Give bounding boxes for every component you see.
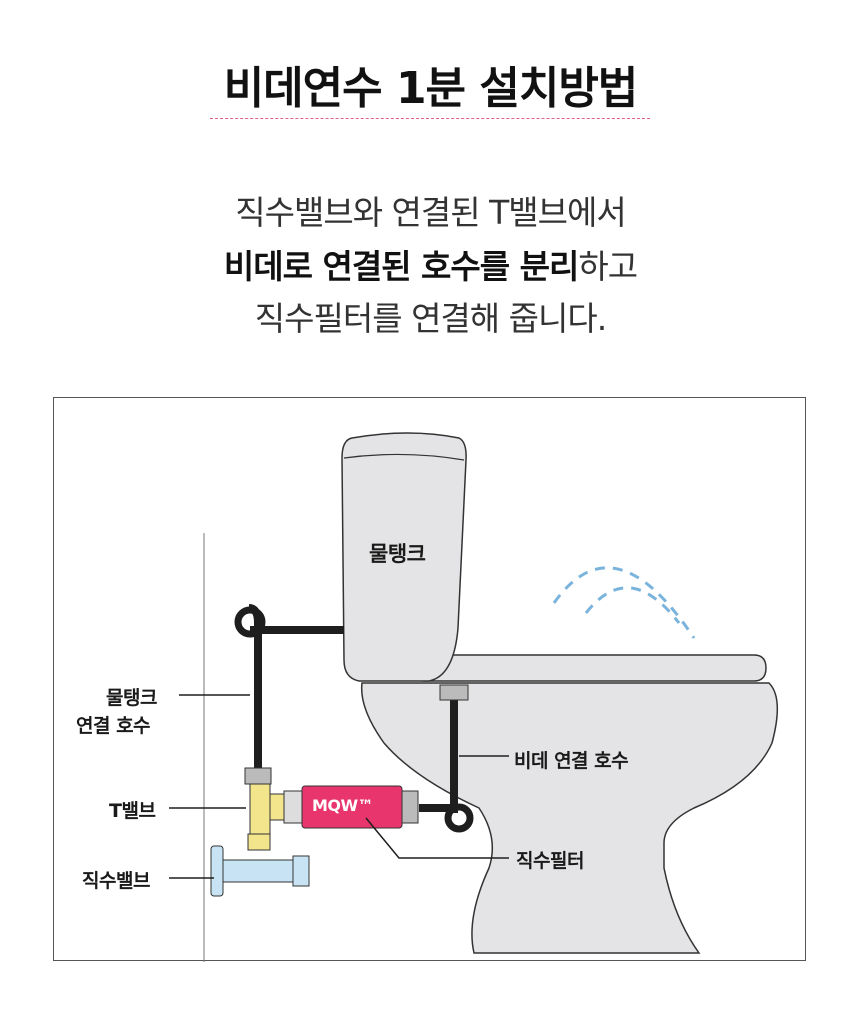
tank-hose-label-line-1: 물탱크 [106,687,157,709]
description-line-2-rest: 하고 [578,247,638,286]
description-line-2: 비데로 연결된 호수를 분리하고 [0,240,861,288]
t-valve-body [249,783,271,835]
filter-brand: MQW™ [312,796,374,815]
water-spray-outer [552,566,696,639]
direct-valve-label: 직수밸브 [82,870,150,892]
bidet-connector [439,684,469,701]
description-line-1: 직수밸브와 연결된 T밸브에서 [235,193,626,232]
installation-diagram: 물탱크 물탱크 연결 호수 비데 연결 호수 T밸브 직수밸브 직수필터 MQW… [53,397,806,962]
tank-hose-label-line-2: 연결 호수 [76,715,151,737]
toilet-seat [414,654,767,682]
description-highlight: 비데로 연결된 호수를 분리 [223,247,579,286]
direct-valve-handle [292,855,310,887]
diagram-illustration [169,432,779,962]
tank-label: 물탱크 [369,542,426,566]
description-line-3: 직수필터를 연결해 줍니다. [254,299,607,338]
water-tank [341,432,467,682]
t-valve-label: T밸브 [109,800,156,822]
direct-valve-flange [210,845,224,897]
t-valve-nut-top [244,767,272,785]
filter-cap-right [401,790,419,824]
bidet-hose-label: 비데 연결 호수 [514,750,629,772]
water-spray-inner [584,586,681,624]
page-title: 비데연수 1분 설치방법 [223,63,639,114]
toilet-bowl [360,682,779,954]
filter-label: 직수필터 [516,850,584,872]
filter-cap-left [283,790,303,824]
title-underline [210,118,650,119]
direct-valve-body [222,859,294,883]
